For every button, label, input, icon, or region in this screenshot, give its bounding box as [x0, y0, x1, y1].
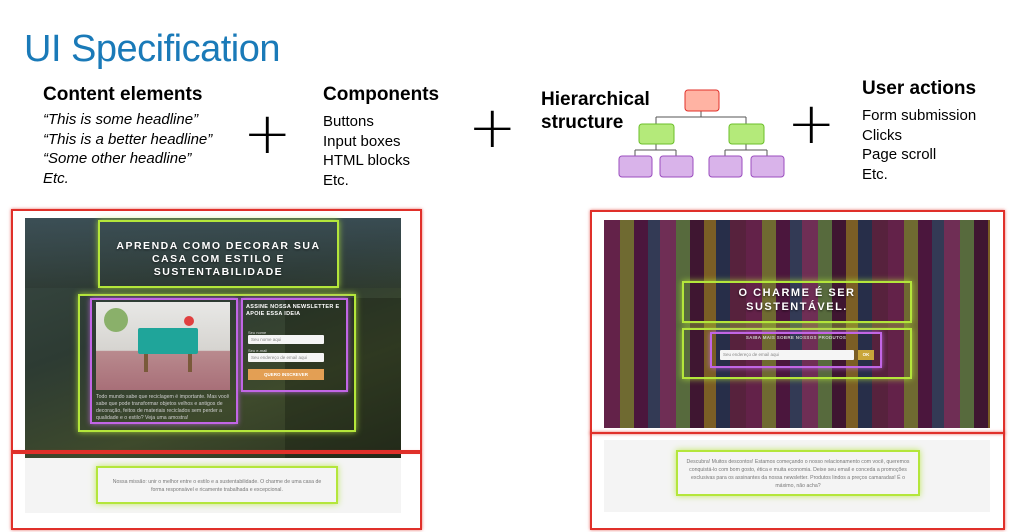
tree-leaf-node: [708, 155, 743, 178]
tree-mid-node: [728, 123, 765, 145]
hierarchy-tree-diagram: [618, 89, 785, 178]
components-list: Buttons Input boxes HTML blocks Etc.: [323, 112, 439, 190]
email-field-label: Seu e-mail: [248, 348, 268, 353]
tree-leaf-node: [659, 155, 694, 178]
hierarchy-heading: Hierarchical structure: [541, 88, 650, 134]
page-title: UI Specification: [24, 28, 281, 70]
left-furniture-photo: [96, 302, 230, 390]
user-action-item: Etc.: [862, 165, 888, 183]
hierarchy-heading-line: Hierarchical: [541, 89, 650, 110]
content-element-item: “Some other headline”: [43, 150, 192, 167]
tree-leaf-node: [750, 155, 785, 178]
content-elements-list: “This is some headline” “This is a bette…: [43, 110, 212, 188]
user-actions-list: Form submission Clicks Page scroll Etc.: [862, 106, 976, 184]
pot-shape: [184, 316, 194, 326]
furniture-leg: [144, 354, 148, 372]
user-action-item: Page scroll: [862, 146, 937, 163]
content-elements-column: Content elements “This is some headline”…: [43, 84, 212, 188]
subscribe-button[interactable]: QUERO INSCREVER: [248, 369, 324, 380]
plant-shape: [104, 308, 128, 332]
left-hero-section-outline: [11, 209, 422, 452]
component-item: Etc.: [323, 171, 349, 189]
hierarchy-heading-line: structure: [541, 112, 624, 133]
left-photo-caption: Todo mundo sabe que reciclagem é importa…: [96, 394, 230, 421]
right-submit-button[interactable]: OK: [858, 350, 874, 360]
component-item: HTML blocks: [323, 152, 410, 169]
right-email-input[interactable]: Seu endereço de email aqui: [720, 350, 854, 360]
content-element-item: Etc.: [43, 169, 69, 187]
content-element-item: “This is a better headline”: [43, 130, 213, 148]
user-actions-heading: User actions: [862, 78, 977, 99]
component-item: Buttons: [323, 113, 374, 130]
left-headline: APRENDA COMO DECORAR SUA CASA COM ESTILO…: [116, 240, 321, 278]
right-headline: O CHARME É SER SUSTENTÁVEL.: [738, 287, 856, 313]
teal-furniture-shape: [138, 328, 198, 354]
left-footer-section-outline: [11, 452, 422, 530]
left-component-outline: [78, 294, 356, 432]
content-element-item: “This is some headline”: [43, 111, 199, 128]
plus-sign: +: [787, 89, 836, 157]
tree-leaf-node: [618, 155, 653, 178]
left-footer-text: Nossa missão: unir o melhor entre o esti…: [112, 479, 322, 493]
content-elements-heading: Content elements: [43, 84, 203, 105]
left-headline-outline: [98, 220, 339, 288]
name-input[interactable]: Seu nome aqui: [248, 335, 324, 344]
tree-connectors: [634, 111, 768, 156]
right-form-title: SAIBA MAIS SOBRE NOSSOS PRODUTOS: [745, 335, 847, 340]
left-form-block-outline: [241, 298, 348, 392]
furniture-leg: [188, 354, 192, 372]
plus-sign: +: [468, 93, 517, 161]
right-hero-overlay: [604, 220, 990, 428]
newsletter-title: ASSINE NOSSA NEWSLETTER E APOIE ESSA IDE…: [246, 304, 340, 317]
email-input[interactable]: Seu endereço de email aqui: [248, 353, 324, 362]
tree-mid-node: [638, 123, 675, 145]
user-action-item: Clicks: [862, 126, 902, 144]
right-footer-text-outline: [676, 450, 920, 496]
right-footer-text: Descubra! Muitos descontos! Estamos come…: [686, 459, 910, 489]
right-landing-footer-bg: [604, 440, 990, 512]
tree-root-node: [684, 89, 720, 112]
component-item: Input boxes: [323, 132, 401, 150]
user-action-item: Form submission: [862, 107, 977, 124]
name-field-label: Seu nome: [248, 330, 267, 335]
components-column: Components Buttons Input boxes HTML bloc…: [323, 84, 439, 190]
right-headline-outline: [682, 281, 912, 323]
left-footer-text-outline: [96, 466, 338, 504]
components-heading: Components: [323, 84, 440, 105]
user-actions-column: User actions Form submission Clicks Page…: [862, 78, 976, 184]
left-photo-block-outline: [90, 298, 238, 424]
right-landing-hero: [604, 220, 990, 428]
plus-sign: +: [243, 99, 292, 167]
right-component-outline: [682, 328, 912, 379]
right-form-block-outline: [710, 332, 882, 368]
right-footer-section-outline: [590, 432, 1005, 530]
